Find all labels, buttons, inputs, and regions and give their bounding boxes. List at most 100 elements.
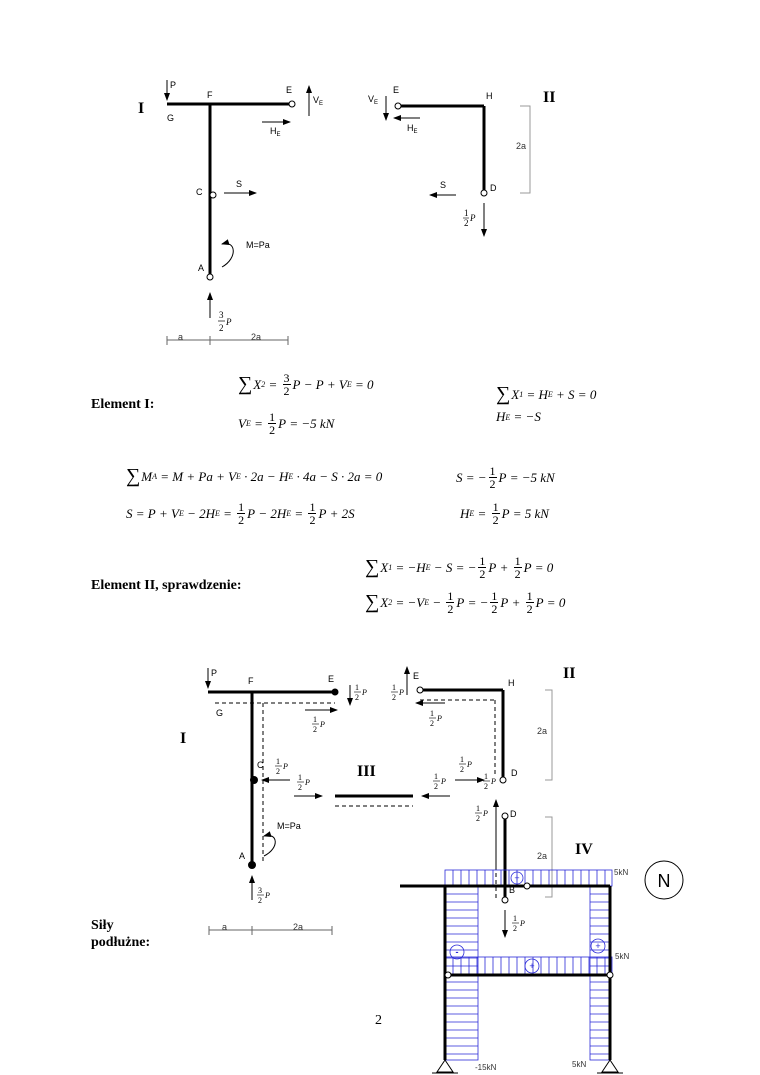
dim-2a-bottom: 2a	[293, 922, 303, 932]
fraction-part: P	[304, 778, 310, 787]
fraction-part: P	[264, 891, 270, 900]
fraction-label: 12P	[354, 683, 367, 702]
equation-text: S = −	[456, 469, 487, 485]
subscript: 1	[388, 563, 393, 572]
element-3-label: III	[357, 763, 376, 780]
dim-2a-right-2: 2a	[537, 851, 547, 861]
reaction-num: 3	[219, 310, 224, 320]
sign-plus-mid: +	[529, 961, 534, 971]
equation-text: V	[238, 415, 246, 431]
fraction-part: 2	[513, 924, 517, 933]
node-e-label: E	[286, 85, 292, 95]
reaction-den: 2	[219, 323, 224, 333]
subscript: E	[346, 380, 352, 389]
node-c-label-bottom: C	[257, 760, 264, 770]
element-4-label: IV	[575, 841, 593, 858]
equation-text: =	[250, 415, 267, 431]
equation-text: + S = 0	[552, 386, 597, 402]
fraction-part: 1	[355, 683, 359, 692]
equation-text: P − P + V	[292, 376, 347, 392]
equation-text: X	[511, 386, 520, 402]
fraction-part: 3	[258, 886, 262, 895]
equation-text: − S = −	[430, 559, 477, 575]
heading-normal-forces: Siły podłużne:	[91, 918, 151, 950]
fraction-label: 12P	[391, 683, 404, 702]
dim-2a-right: 2a	[516, 141, 526, 151]
node-a-label: A	[198, 263, 204, 273]
fraction-part: 1	[476, 804, 480, 813]
fraction-part: P	[490, 777, 496, 786]
fraction-part: 1	[484, 772, 488, 781]
fraction-part: P	[398, 688, 404, 697]
node-h-label-bottom: H	[508, 678, 515, 688]
equation-text: P = 0	[523, 559, 554, 575]
fraction-part: P	[440, 777, 446, 786]
subscript: E	[215, 509, 220, 518]
moment-label: M=Pa	[246, 240, 270, 250]
fraction-part: 2	[434, 782, 438, 791]
sign-minus-left: -	[456, 947, 459, 957]
ve-label: VE	[313, 95, 323, 107]
element-2-label: II	[543, 89, 555, 106]
fraction-part: 2	[258, 896, 262, 905]
heading-element-2: Element II, sprawdzenie:	[91, 578, 242, 593]
s2-label: S	[440, 180, 446, 190]
equation-text: = H	[523, 386, 548, 402]
heading-element-1: Element I:	[91, 397, 155, 412]
element-2-diagram: II E VE HE H D S 2a 1 2 P	[368, 85, 555, 237]
dim-2a-right-1: 2a	[537, 726, 547, 736]
fraction-part: 2	[298, 783, 302, 792]
equation-text: = −S	[510, 409, 541, 424]
fraction-part: P	[466, 760, 472, 769]
fraction-label: 12P	[433, 772, 446, 791]
fraction-part: 2	[476, 814, 480, 823]
fraction-part: 1	[298, 773, 302, 782]
equation-text: S = P + V	[126, 505, 179, 521]
node-h-label: H	[486, 91, 493, 101]
fraction-part: 1	[460, 755, 464, 764]
equation-text: P = −	[456, 594, 489, 610]
subscript: E	[286, 509, 292, 518]
reaction-p: P	[225, 317, 232, 327]
s-label: S	[236, 179, 242, 189]
subscript: E	[547, 390, 553, 399]
fraction-label: 12P	[475, 804, 488, 823]
element-1-diagram: I P F G E VE HE C S M=Pa A 3 2 P a 2a	[138, 80, 323, 345]
fraction-part: 2	[392, 693, 396, 702]
he-label: HE	[270, 126, 281, 138]
equation-text: = −V	[392, 594, 425, 610]
equation-text: P = 0	[535, 594, 566, 610]
fraction-part: 2	[355, 693, 359, 702]
dim-a-bottom: a	[222, 922, 227, 932]
equation-text: P +	[488, 559, 512, 575]
dim-a: a	[178, 332, 183, 342]
subscript: E	[245, 419, 251, 428]
sum-symbol: ∑	[496, 383, 511, 405]
fraction-part: 1	[434, 772, 438, 781]
fraction-part: P	[319, 720, 325, 729]
equation-text: P = −5 kN	[278, 415, 335, 431]
fraction-label: 12P	[312, 715, 325, 734]
node-d-label-bottom: D	[511, 768, 518, 778]
ve2-label: VE	[368, 94, 378, 106]
equation-text: H	[460, 505, 470, 521]
equation-text: P = −5 kN	[498, 469, 555, 485]
he2-label: HE	[407, 123, 418, 135]
node-f-label-bottom: F	[248, 676, 254, 686]
equation-text: P + 2S	[318, 505, 355, 521]
fraction-part: 1	[276, 757, 280, 766]
moment-label-bottom: M=Pa	[277, 821, 301, 831]
equation-text: P +	[500, 594, 524, 610]
subscript: A	[152, 472, 157, 481]
sum-symbol: ∑	[365, 556, 380, 578]
sum-symbol: ∑	[126, 465, 141, 487]
